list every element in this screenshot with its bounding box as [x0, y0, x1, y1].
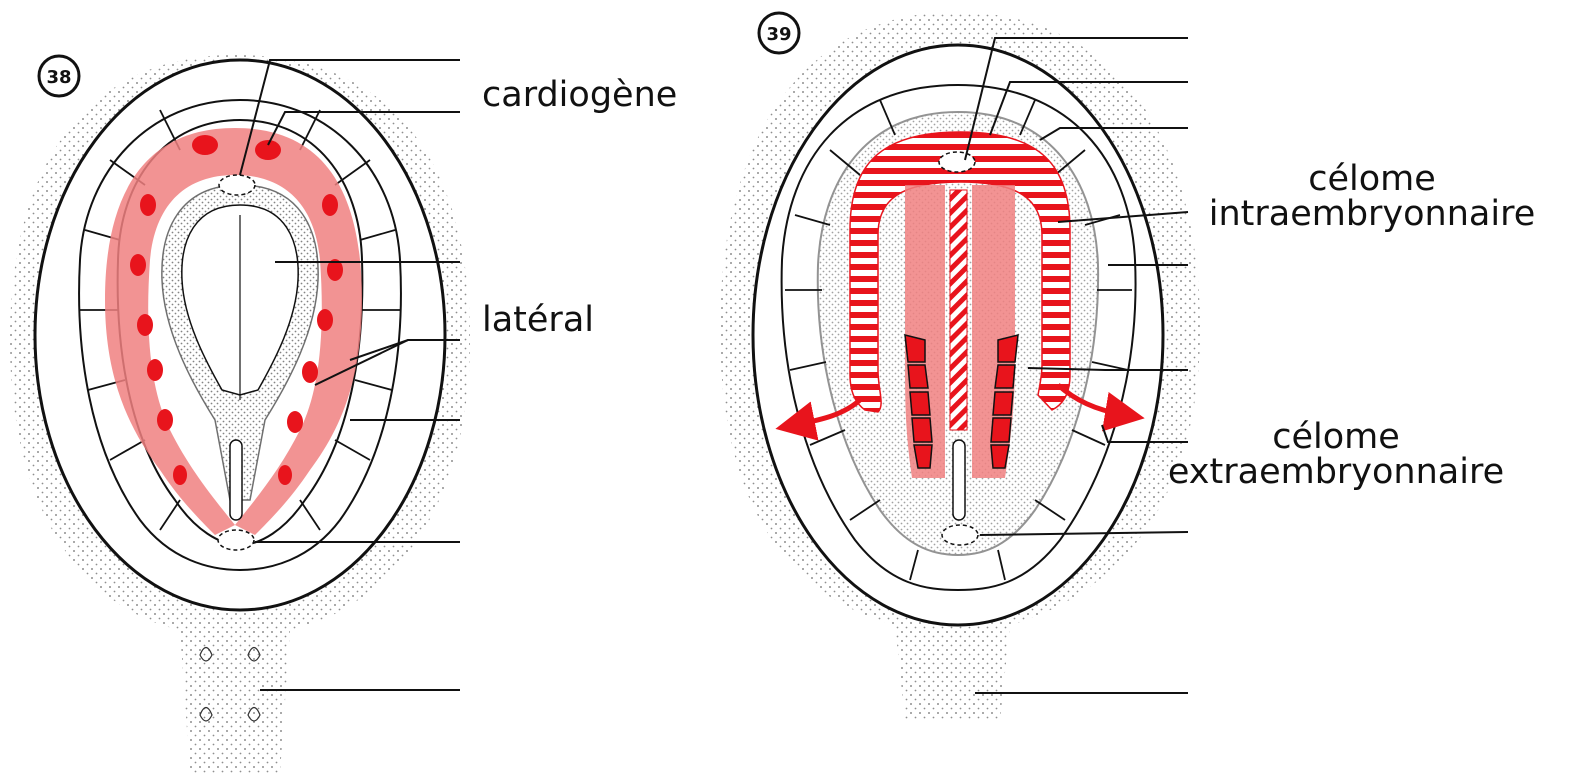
label-lateral: latéral — [482, 303, 594, 338]
label-extra-line2: extraembryonnaire — [1150, 455, 1522, 490]
label-intraembryonic-coelom: célome intraembryonnaire — [1186, 162, 1558, 232]
label-extraembryonic-coelom: célome extraembryonnaire — [1150, 420, 1522, 490]
figure-39: 39 — [720, 12, 1200, 720]
label-extra-line1: célome — [1150, 420, 1522, 455]
notochord-39 — [950, 190, 967, 430]
figure-number-39: 39 — [766, 24, 791, 45]
buccopharyngeal-membrane-38 — [219, 175, 255, 195]
buccopharyngeal-membrane-39 — [939, 152, 975, 172]
primitive-streak-39 — [953, 440, 965, 520]
figure-38: 38 — [10, 55, 470, 773]
figure-number-38: 38 — [46, 67, 71, 88]
label-intra-line1: célome — [1186, 162, 1558, 197]
cloacal-membrane-38 — [218, 530, 254, 550]
label-intra-line2: intraembryonnaire — [1186, 197, 1558, 232]
primitive-streak-38 — [230, 440, 242, 520]
label-cardiogenic: cardiogène — [482, 78, 677, 113]
cloacal-membrane-39 — [942, 525, 978, 545]
